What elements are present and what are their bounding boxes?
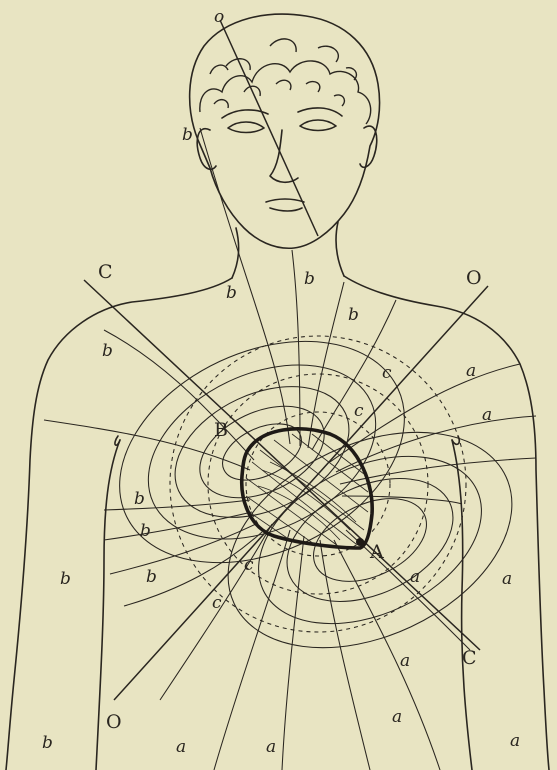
label-c: c: [212, 593, 222, 613]
label-a: a: [510, 731, 520, 751]
radiating-lines: [44, 128, 536, 770]
axes: [84, 20, 488, 700]
pole-a-dot: [356, 538, 364, 546]
label-c-top: C: [98, 261, 113, 283]
label-b: b: [182, 125, 193, 145]
label-a: a: [392, 707, 402, 727]
label-point-a: A: [369, 541, 384, 563]
right-ear: [360, 126, 377, 167]
right-torso-side: [452, 440, 472, 770]
label-a: a: [400, 651, 410, 671]
label-b: b: [304, 269, 315, 289]
label-b: b: [134, 489, 145, 509]
label-point-b: B: [214, 419, 228, 441]
label-b: b: [140, 521, 151, 541]
hair-curls-inner: [210, 39, 356, 108]
label-b: b: [102, 341, 113, 361]
field-line: [104, 500, 250, 510]
mouth: [266, 199, 304, 211]
right-brow: [298, 108, 342, 116]
label-o-bottom: O: [106, 711, 122, 733]
right-shoulder: [344, 276, 549, 770]
label-a: a: [410, 567, 420, 587]
axis-oo: [114, 286, 488, 700]
label-c: c: [244, 555, 254, 575]
labels: C C O O o B A b b b b b b b b b b c c c …: [42, 7, 520, 757]
hatch-line: [246, 478, 338, 546]
label-a: a: [266, 737, 276, 757]
field-line: [282, 536, 304, 770]
axis-cc: [84, 280, 480, 650]
field-line: [308, 282, 344, 448]
field-line: [334, 540, 440, 770]
label-c-bottom: C: [462, 647, 477, 669]
label-a: a: [502, 569, 512, 589]
label-c: c: [382, 363, 392, 383]
label-a: a: [176, 737, 186, 757]
head-outline: [190, 14, 380, 248]
label-b: b: [42, 733, 53, 753]
label-b: b: [60, 569, 71, 589]
left-eye: [228, 122, 264, 133]
field-line: [320, 540, 370, 770]
label-c: c: [354, 401, 364, 421]
label-o-head: o: [214, 7, 224, 27]
field-line: [104, 330, 254, 460]
field-line: [124, 532, 262, 606]
label-b: b: [146, 567, 157, 587]
label-o-top: O: [466, 267, 482, 289]
label-a: a: [482, 405, 492, 425]
field-line: [336, 416, 536, 472]
hair-curls: [200, 61, 371, 124]
neck-right: [336, 222, 344, 276]
label-a: a: [466, 361, 476, 381]
right-eye: [300, 120, 336, 131]
label-b: b: [226, 283, 237, 303]
label-b: b: [348, 305, 359, 325]
